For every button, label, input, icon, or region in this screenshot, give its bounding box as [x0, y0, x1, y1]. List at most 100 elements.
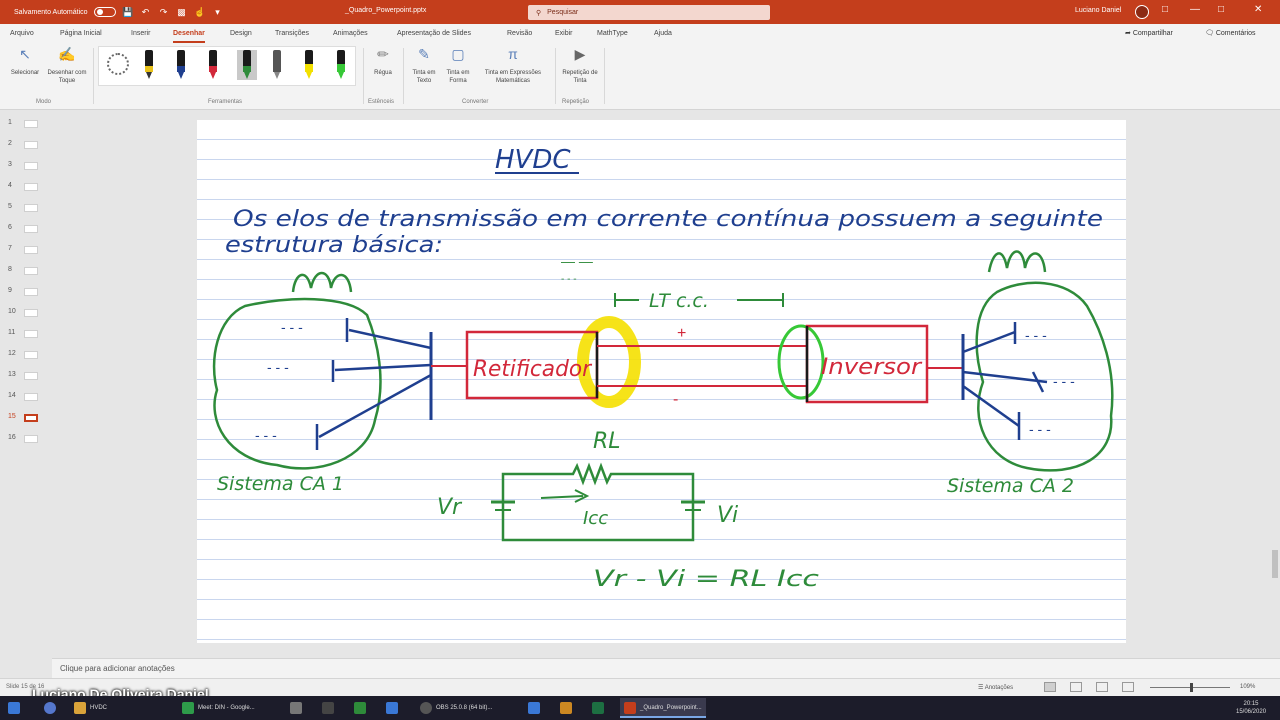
- thumbnail-2[interactable]: 2: [0, 139, 52, 153]
- tab-mathtype[interactable]: MathType: [597, 30, 628, 37]
- ink-to-math-button[interactable]: π Tinta em Expressões Matemáticas: [476, 47, 550, 85]
- touch-draw-button[interactable]: ✍ Desenhar com Toque: [46, 47, 88, 85]
- thumbnail-6[interactable]: 6: [0, 223, 52, 237]
- tab-transicoes[interactable]: Transições: [275, 30, 309, 37]
- pen-body: [305, 50, 313, 72]
- tab-arquivo[interactable]: Arquivo: [10, 30, 34, 37]
- notes-toggle[interactable]: ☰ Anotações: [978, 685, 1014, 691]
- pen-black-yellow-icon[interactable]: [143, 50, 155, 80]
- ribbon-display-icon[interactable]: □: [1162, 4, 1169, 15]
- thumbnail-10[interactable]: 10: [0, 307, 52, 321]
- feeder-line: [348, 328, 432, 350]
- ink-to-text-button[interactable]: ✎ Tinta em Texto: [408, 47, 440, 85]
- tab-revisao[interactable]: Revisão: [507, 30, 533, 37]
- ink-to-shape-button[interactable]: ▢ Tinta em Forma: [442, 47, 474, 85]
- taskbar-pin-1[interactable]: [290, 698, 302, 718]
- thumbnail-9[interactable]: 9: [0, 286, 52, 300]
- taskbar-pin-5[interactable]: [528, 698, 540, 718]
- thumbnail-16[interactable]: 16: [0, 433, 52, 447]
- comments-button[interactable]: 🗨 Comentários: [1205, 30, 1256, 37]
- taskbar-item-obs[interactable]: OBS 25.0.8 (64 bit)...: [420, 698, 492, 718]
- avatar[interactable]: [1135, 5, 1149, 19]
- thumbnail-1[interactable]: 1: [0, 118, 52, 132]
- thumbnail-3[interactable]: 3: [0, 160, 52, 174]
- thumbnail-15[interactable]: 15: [0, 412, 52, 426]
- touch-mode-icon[interactable]: ☝: [193, 6, 206, 17]
- thumbnail-13[interactable]: 13: [0, 370, 52, 384]
- normal-view-icon[interactable]: [1044, 682, 1056, 692]
- icc-label: Icc: [583, 508, 608, 529]
- user-name[interactable]: Luciano Daniel: [1075, 7, 1122, 14]
- taskbar-item-hvdc[interactable]: HVDC: [74, 698, 107, 718]
- vertical-scrollbar[interactable]: [1270, 110, 1280, 658]
- notes-pane[interactable]: Clique para adicionar anotações: [52, 658, 1280, 678]
- share-button[interactable]: ➦ Compartilhar: [1125, 30, 1173, 37]
- maximize-icon[interactable]: □: [1218, 4, 1225, 15]
- tab-inserir[interactable]: Inserir: [131, 30, 151, 37]
- zoom-slider-knob[interactable]: [1190, 683, 1193, 692]
- group-separator: [363, 48, 364, 104]
- start-icon[interactable]: [8, 698, 20, 718]
- pen-body: [145, 50, 153, 72]
- thumbnail-14[interactable]: 14: [0, 391, 52, 405]
- customize-icon[interactable]: ▾: [215, 6, 220, 17]
- highlighter-yellow-icon[interactable]: [303, 50, 315, 80]
- thumbnail-number: 5: [8, 203, 12, 210]
- tab-apresentacao[interactable]: Apresentação de Slides: [397, 30, 471, 37]
- taskbar-item-powerpoint[interactable]: _Quadro_Powerpoint...: [620, 698, 706, 718]
- thumbnail-number: 16: [8, 434, 16, 441]
- tab-ajuda[interactable]: Ajuda: [654, 30, 672, 37]
- tab-design[interactable]: Design: [230, 30, 252, 37]
- thumbnail-5[interactable]: 5: [0, 202, 52, 216]
- tab-pagina-inicial[interactable]: Página Inicial: [60, 30, 102, 37]
- feeder-line: [962, 370, 1048, 384]
- select-button[interactable]: ↖ Selecionar: [6, 47, 44, 77]
- search-placeholder: Pesquisar: [547, 9, 579, 16]
- taskbar-pin-4[interactable]: [386, 698, 398, 718]
- scroll-thumb[interactable]: [1272, 550, 1278, 578]
- tab-exibir[interactable]: Exibir: [555, 30, 573, 37]
- thumbnail-7[interactable]: 7: [0, 244, 52, 258]
- thumbnail-11[interactable]: 11: [0, 328, 52, 342]
- zoom-level[interactable]: 109%: [1240, 684, 1256, 690]
- highlighter-green-icon[interactable]: [335, 50, 347, 80]
- search-box[interactable]: ⚲ Pesquisar: [528, 5, 770, 20]
- pen-blue-icon[interactable]: [175, 50, 187, 80]
- taskbar-pin-7[interactable]: [592, 698, 604, 718]
- taskbar-pin-6[interactable]: [560, 698, 572, 718]
- pen-green-icon[interactable]: [237, 50, 257, 80]
- equation: Vr - Vi = RL Icc: [593, 567, 819, 592]
- taskbar-pin-3[interactable]: [354, 698, 366, 718]
- thumbnail-4[interactable]: 4: [0, 181, 52, 195]
- thumbnail-number: 9: [8, 287, 12, 294]
- save-icon[interactable]: 💾: [121, 6, 134, 17]
- slide-canvas[interactable]: HVDC Os elos de transmissão em corrente …: [197, 120, 1126, 643]
- tab-desenhar[interactable]: Desenhar: [173, 30, 205, 43]
- autosave-toggle[interactable]: [93, 7, 116, 17]
- taskbar-item-label: _Quadro_Powerpoint...: [640, 705, 702, 711]
- lasso-icon[interactable]: [107, 53, 129, 75]
- slideshow-view-icon[interactable]: [1122, 682, 1134, 692]
- thumbnail-12[interactable]: 12: [0, 349, 52, 363]
- tab-animacoes[interactable]: Animações: [333, 30, 368, 37]
- redo-icon[interactable]: ↷: [159, 6, 168, 17]
- taskbar-pin-2[interactable]: [322, 698, 334, 718]
- present-icon[interactable]: ▩: [177, 6, 186, 17]
- taskbar-item-meet[interactable]: Meet: DIN - Google...: [182, 698, 255, 718]
- thumbnail-number: 3: [8, 161, 12, 168]
- pencil-gray-icon[interactable]: [271, 50, 283, 80]
- pen-red-icon[interactable]: [207, 50, 219, 80]
- thumbnail-8[interactable]: 8: [0, 265, 52, 279]
- undo-icon[interactable]: ↶: [141, 6, 150, 17]
- slide-sorter-icon[interactable]: [1070, 682, 1082, 692]
- pen-body: [209, 50, 217, 72]
- close-icon[interactable]: ✕: [1254, 4, 1263, 15]
- minimize-icon[interactable]: —: [1190, 4, 1200, 15]
- search-taskbar-icon[interactable]: [44, 698, 56, 718]
- thumbnail-preview: [24, 330, 38, 338]
- ruler-button[interactable]: ✏ Régua: [368, 47, 398, 77]
- ink-replay-button[interactable]: ▶ Repetição de Tinta: [560, 47, 600, 85]
- app-icon: [290, 702, 302, 714]
- reading-view-icon[interactable]: [1096, 682, 1108, 692]
